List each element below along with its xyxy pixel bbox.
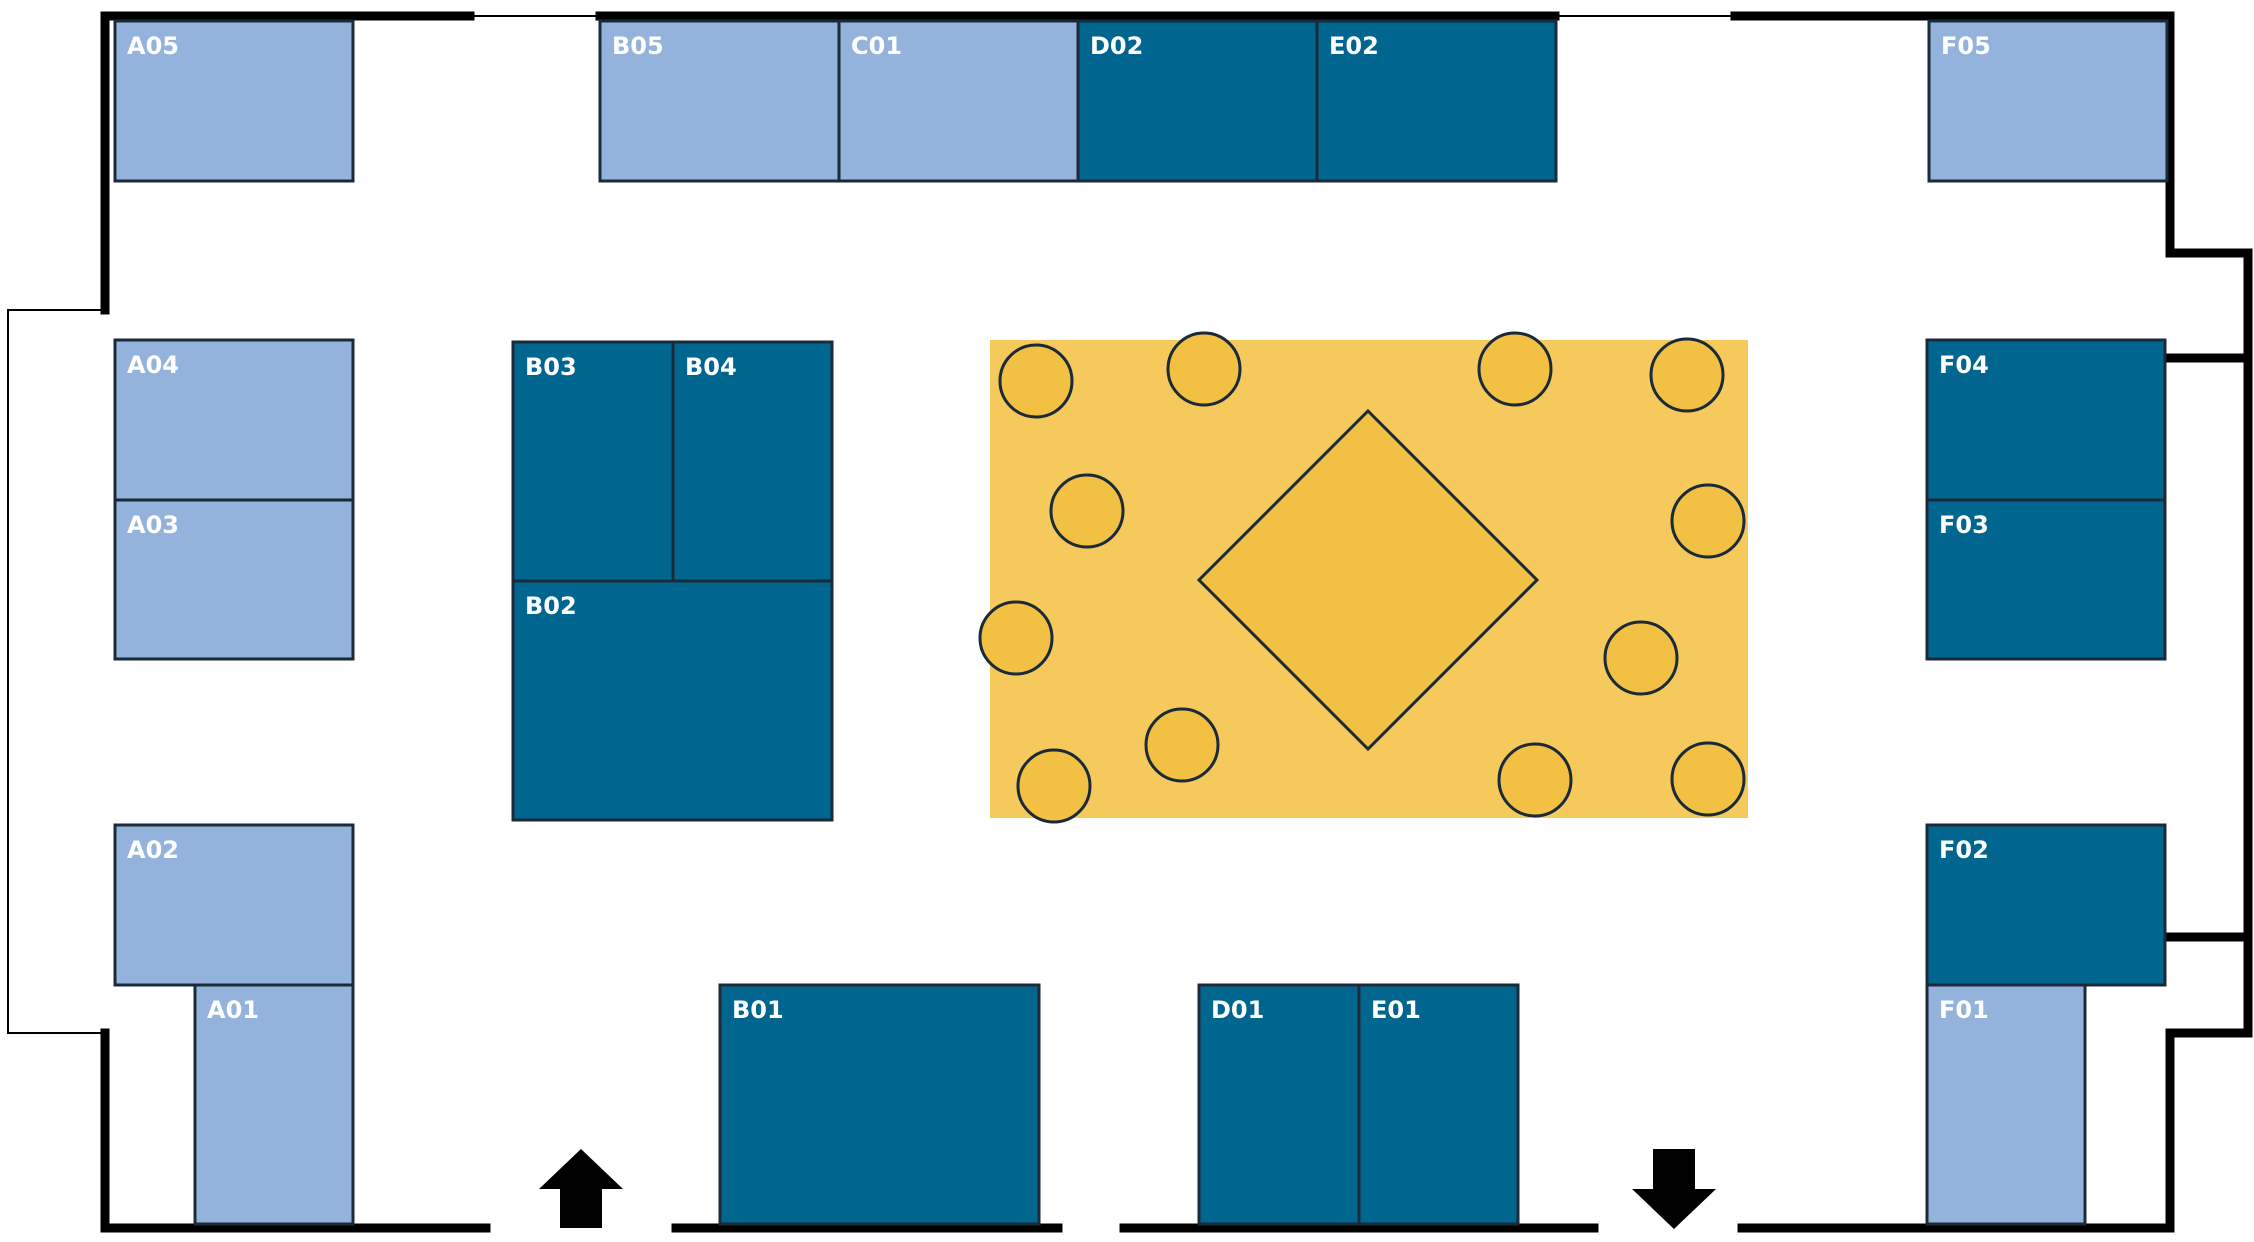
booth-label: F05	[1941, 32, 1991, 60]
booth-block	[1927, 19, 2169, 183]
booth-f05[interactable]: F05	[1927, 19, 2169, 183]
booth-a04[interactable]: A04	[113, 338, 355, 502]
booth-block	[1197, 983, 1361, 1226]
lounge-table	[1016, 748, 1092, 824]
door-arrows	[539, 1149, 1716, 1229]
booth-label: D01	[1211, 996, 1264, 1024]
lounge-table	[1603, 620, 1679, 696]
booth-c01[interactable]: C01	[837, 19, 1080, 183]
booth-label: E01	[1371, 996, 1421, 1024]
booth-a03[interactable]: A03	[113, 498, 355, 661]
booth-d01[interactable]: D01	[1197, 983, 1361, 1226]
lounge-table	[978, 600, 1054, 676]
booth-f03[interactable]: F03	[1925, 498, 2167, 661]
booth-block	[1925, 983, 2087, 1226]
booth-b01[interactable]: B01	[718, 983, 1041, 1226]
lounge-table	[1649, 337, 1725, 413]
booth-block	[193, 983, 355, 1226]
booth-f01[interactable]: F01	[1925, 983, 2087, 1226]
lounge-area	[978, 331, 1748, 824]
booth-f02[interactable]: F02	[1925, 823, 2167, 987]
booth-block	[598, 19, 841, 183]
booth-a05[interactable]: A05	[113, 19, 355, 183]
booth-d02[interactable]: D02	[1076, 19, 1319, 183]
walls	[7, 11, 2253, 1233]
booth-label: A05	[127, 32, 179, 60]
booth-block	[1925, 338, 2167, 502]
booth-block	[113, 498, 355, 661]
booth-b03[interactable]: B03	[511, 340, 675, 583]
lounge-table	[1144, 707, 1220, 783]
booth-f04[interactable]: F04	[1925, 338, 2167, 502]
booth-label: A03	[127, 511, 179, 539]
booth-block	[718, 983, 1041, 1226]
booth-block	[1357, 983, 1520, 1226]
lounge-table	[1477, 331, 1553, 407]
booth-label: B01	[732, 996, 784, 1024]
lounge-center-table	[1196, 408, 1540, 752]
booth-label: C01	[851, 32, 902, 60]
booth-label: B02	[525, 592, 577, 620]
booth-a02[interactable]: A02	[113, 823, 355, 987]
booth-label: B04	[685, 353, 737, 381]
booth-label: A01	[207, 996, 259, 1024]
lounge-table	[1670, 483, 1746, 559]
lounge-table	[1497, 742, 1573, 818]
booth-a01[interactable]: A01	[193, 983, 355, 1226]
booth-block	[113, 19, 355, 183]
lounge-table	[998, 343, 1074, 419]
booth-block	[1076, 19, 1319, 183]
booth-b04[interactable]: B04	[671, 340, 834, 583]
booth-b05[interactable]: B05	[598, 19, 841, 183]
booth-block	[671, 340, 834, 583]
booth-label: F04	[1939, 351, 1989, 379]
arrow-up-icon	[539, 1149, 623, 1228]
booth-label: F01	[1939, 996, 1989, 1024]
lounge-table	[1166, 331, 1242, 407]
booth-label: E02	[1329, 32, 1379, 60]
booth-block	[113, 823, 355, 987]
lounge-table	[1670, 741, 1746, 817]
booth-b02[interactable]: B02	[511, 579, 834, 822]
booth-label: B03	[525, 353, 577, 381]
booth-e01[interactable]: E01	[1357, 983, 1520, 1226]
booth-block	[511, 579, 834, 822]
booth-label: F02	[1939, 836, 1989, 864]
booth-block	[511, 340, 675, 583]
booth-label: D02	[1090, 32, 1143, 60]
booth-block	[1925, 823, 2167, 987]
booth-e02[interactable]: E02	[1315, 19, 1558, 183]
booth-label: A02	[127, 836, 179, 864]
booth-label: A04	[127, 351, 179, 379]
booth-block	[1925, 498, 2167, 661]
booth-label: F03	[1939, 511, 1989, 539]
booth-label: B05	[612, 32, 664, 60]
booth-block	[1315, 19, 1558, 183]
lounge-table	[1049, 473, 1125, 549]
arrow-down-icon	[1632, 1149, 1716, 1229]
